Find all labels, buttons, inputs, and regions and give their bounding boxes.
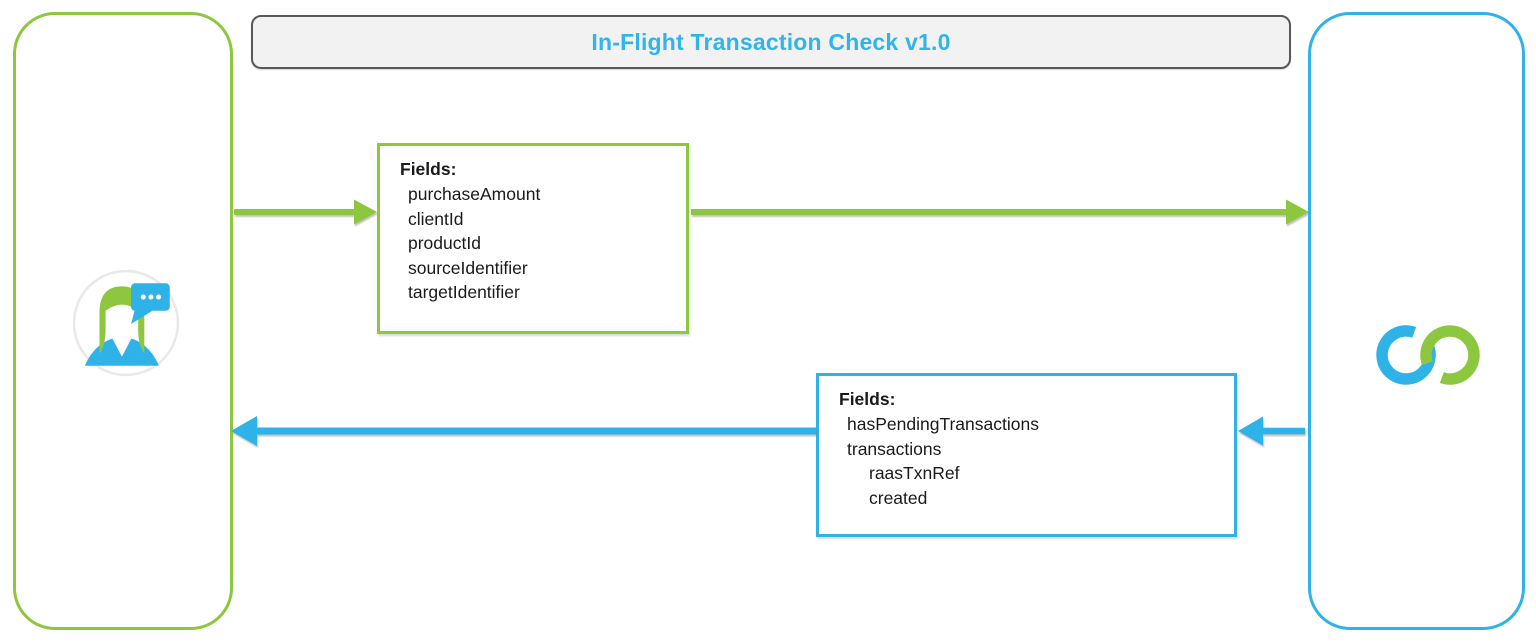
- response-fields-heading: Fields:: [839, 389, 896, 409]
- request-field: purchaseAmount: [408, 184, 541, 204]
- request-fields-heading: Fields:: [400, 159, 457, 179]
- request-arrow-right: [691, 199, 1309, 225]
- response-subfield: raasTxnRef: [869, 463, 960, 484]
- request-field: targetIdentifier: [408, 282, 520, 303]
- response-fields-box: Fields: hasPendingTransactions transacti…: [816, 373, 1237, 537]
- request-field: productId: [408, 233, 481, 254]
- response-field: hasPendingTransactions: [847, 414, 1039, 434]
- logo-blue-ring: [1376, 325, 1436, 385]
- response-field: transactions: [847, 438, 942, 459]
- person-face: [108, 307, 136, 341]
- request-field: clientId: [408, 208, 464, 229]
- request-fields-box: Fields: purchaseAmount clientId productI…: [377, 143, 689, 334]
- interlocking-rings-logo: [1376, 325, 1480, 385]
- logo-green-ring: [1420, 325, 1480, 385]
- person-with-speech-bubble-icon: [73, 269, 180, 377]
- diagram-title: In-Flight Transaction Check v1.0: [591, 28, 951, 55]
- response-arrow-long: [231, 416, 816, 446]
- speech-bubble-icon: [131, 283, 170, 325]
- response-subfield: created: [869, 487, 928, 508]
- service-container: [1308, 12, 1525, 630]
- request-arrow-left: [234, 199, 377, 225]
- request-field: sourceIdentifier: [408, 257, 528, 278]
- response-arrow-short: [1238, 416, 1305, 446]
- title-bar: In-Flight Transaction Check v1.0: [251, 15, 1291, 69]
- client-container: [13, 12, 233, 630]
